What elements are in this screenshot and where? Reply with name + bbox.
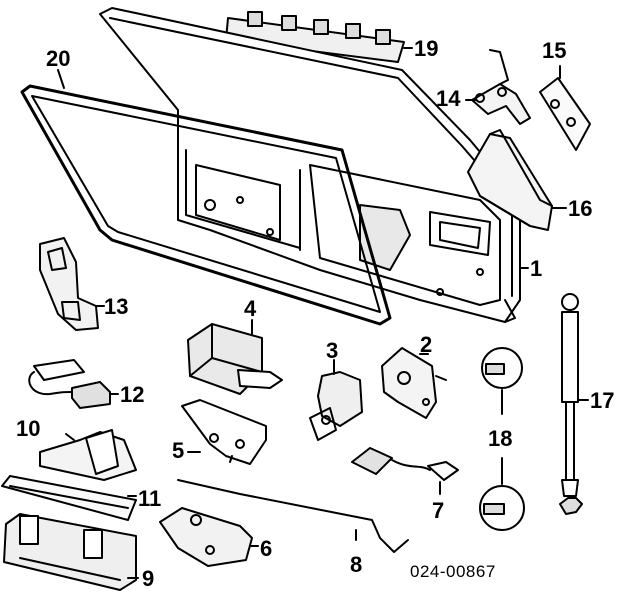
callout-7: 7 [432,498,445,523]
part-6-latch-assembly [159,507,259,567]
callout-15: 15 [542,38,567,63]
callout-13: 13 [104,294,129,319]
part-3-latch [309,359,363,441]
part-4-lock-actuator [187,319,283,395]
callout-16: 16 [568,196,593,221]
part-2-striker [381,347,447,419]
callout-18: 18 [488,426,513,451]
callout-20: 20 [46,46,71,71]
callout-9: 9 [142,566,155,591]
part-11-license-plate-bracket [1,475,137,521]
part-18-bumper-top [481,347,523,415]
part-16-bracket [467,129,567,231]
catalog-code: 024-00867 [410,562,496,581]
callout-11: 11 [138,486,162,511]
part-1-liftgate-panel [99,7,529,323]
callout-4: 4 [244,296,257,321]
part-14-hinge [465,49,531,125]
part-20-window-glass [20,69,392,326]
callout-5: 5 [172,438,185,463]
part-12-lamp-harness [28,359,119,409]
callout-12: 12 [120,382,145,407]
part-15-hinge-plate [539,65,591,151]
part-9-housing [3,513,139,591]
callout-14: 14 [436,86,461,111]
callout-6: 6 [260,536,273,561]
part-18-bumper-bottom [479,457,525,531]
part-13-striker-bracket [39,237,105,331]
part-8-rod [177,479,409,553]
callout-2: 2 [420,332,433,357]
part-19-high-mount-lamp [225,11,413,63]
callout-10: 10 [16,416,41,441]
part-10-lock-cylinder [39,429,137,481]
part-7-harness [351,447,459,495]
callout-19: 19 [414,36,439,61]
callout-17: 17 [590,388,615,413]
callout-3: 3 [326,338,339,363]
part-5-actuator-bracket [181,399,267,465]
part-17-gas-strut [559,293,589,515]
callout-8: 8 [350,552,363,577]
callout-1: 1 [530,256,543,281]
